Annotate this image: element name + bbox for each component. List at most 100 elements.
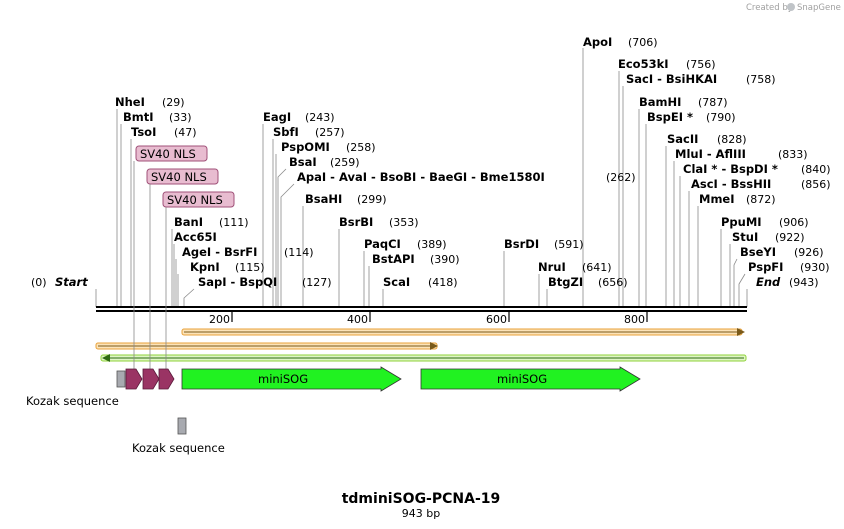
site-bmti[interactable]: BmtI (33) [123,110,192,124]
svg-text:(47): (47) [174,126,197,139]
site-bamhi[interactable]: BamHI (787) [639,95,728,109]
site-labels: NheI (29) BmtI (33) TsoI (47) BanI (111)… [31,35,831,289]
kozak-box-1[interactable] [116,370,126,388]
nls-arrow-1[interactable] [125,368,143,390]
nls-label-3[interactable]: SV40 NLS [162,191,235,208]
svg-text:PaqCI: PaqCI [364,237,401,251]
svg-text:(259): (259) [330,156,360,169]
svg-text:(258): (258) [346,141,376,154]
svg-text:BsaHI: BsaHI [305,192,342,206]
svg-text:SacI - BsiHKAI: SacI - BsiHKAI [626,72,717,86]
site-bsai[interactable]: BsaI (259) [289,155,360,169]
site-bani[interactable]: BanI (111) [174,215,249,229]
dna-backbone [96,306,747,312]
site-apoi[interactable]: ApoI (706) [583,35,658,49]
svg-text:ApaI - AvaI - BsoBI - BaeGI -: ApaI - AvaI - BsoBI - BaeGI - Bme1580I [297,170,545,184]
svg-text:PpuMI: PpuMI [721,215,762,229]
site-nrui[interactable]: NruI (641) [538,260,612,274]
nls-arrow-3[interactable] [158,368,175,390]
svg-text:End: End [756,275,781,289]
site-asci-bsshii[interactable]: AscI - BssHII (856) [691,177,831,191]
site-btgzi[interactable]: BtgZI (656) [548,275,628,289]
site-saci-bsihkai[interactable]: SacI - BsiHKAI (758) [626,72,776,86]
svg-text:SacII: SacII [667,132,698,146]
svg-text:(114): (114) [284,246,314,259]
svg-text:(390): (390) [430,253,460,266]
orf-green-reverse[interactable] [100,354,747,362]
nls-label-1[interactable]: SV40 NLS [135,145,208,162]
site-bsahi[interactable]: BsaHI (299) [305,192,387,206]
svg-text:(828): (828) [717,133,747,146]
svg-text:(833): (833) [778,148,808,161]
orf-orange-bottom[interactable] [95,342,438,350]
svg-text:(641): (641) [582,261,612,274]
svg-text:miniSOG: miniSOG [497,372,547,386]
svg-text:BanI: BanI [174,215,203,229]
site-mmei[interactable]: MmeI (872) [699,192,776,206]
site-bsrbi[interactable]: BsrBI (353) [339,215,419,229]
svg-text:ClaI * - BspDI *: ClaI * - BspDI * [683,162,778,176]
minisog-1[interactable]: miniSOG [181,366,402,392]
site-acc65i[interactable]: Acc65I [174,230,217,244]
site-agei-bsrfi[interactable]: AgeI - BsrFI (114) [182,245,314,259]
svg-text:(656): (656) [598,276,628,289]
connector-apai [280,183,295,307]
site-apai-group[interactable]: ApaI - AvaI - BsoBI - BaeGI - Bme1580I (… [297,170,636,184]
site-connectors [95,48,748,307]
site-scai[interactable]: ScaI (418) [383,275,458,289]
svg-text:BspEI *: BspEI * [647,110,693,124]
site-nhei[interactable]: NheI (29) [115,95,185,109]
site-sbfi[interactable]: SbfI (257) [273,125,345,139]
site-tsoi[interactable]: TsoI (47) [131,125,197,139]
svg-text:(29): (29) [162,96,185,109]
site-stui[interactable]: StuI (922) [732,230,805,244]
svg-text:(922): (922) [775,231,805,244]
credit-app: SnapGene [797,3,841,13]
svg-text:BsrDI: BsrDI [504,237,539,251]
svg-text:(591): (591) [554,238,584,251]
site-mlui-afliii[interactable]: MluI - AflIII (833) [675,147,808,161]
site-eco53ki[interactable]: Eco53kI (756) [618,57,716,71]
site-bseyi[interactable]: BseYI (926) [740,245,824,259]
svg-text:(790): (790) [706,111,736,124]
site-pspomi[interactable]: PspOMI (258) [281,140,376,154]
orf-tracks [95,328,747,362]
svg-text:KpnI: KpnI [190,260,220,274]
site-bspei[interactable]: BspEI * (790) [647,110,736,124]
kozak-box-2[interactable] [177,417,187,435]
map-title: tdminiSOG-PCNA-19 [342,491,501,507]
site-bsrdi[interactable]: BsrDI (591) [504,237,584,251]
site-ppumi[interactable]: PpuMI (906) [721,215,809,229]
site-clai-bspdi[interactable]: ClaI * - BspDI * (840) [683,162,831,176]
svg-text:(872): (872) [746,193,776,206]
svg-text:(299): (299) [357,193,387,206]
site-sacii[interactable]: SacII (828) [667,132,747,146]
site-paqci[interactable]: PaqCI (389) [364,237,447,251]
orf-orange-top[interactable] [181,328,745,336]
snapgene-logo-icon [787,3,795,11]
credit-text: Created by [746,3,793,13]
ruler: 200 400 600 800 [209,312,648,326]
svg-text:(33): (33) [169,111,192,124]
svg-text:(756): (756) [686,58,716,71]
site-eagi[interactable]: EagI (243) [263,110,335,124]
svg-text:BsaI: BsaI [289,155,317,169]
svg-text:SbfI: SbfI [273,125,299,139]
tick-200: 200 [209,313,230,326]
svg-text:(353): (353) [389,216,419,229]
site-pspfi[interactable]: PspFI (930) [748,260,830,274]
svg-text:miniSOG: miniSOG [258,372,308,386]
svg-text:(115): (115) [235,261,265,274]
nls-label-2[interactable]: SV40 NLS [146,168,219,185]
minisog-2[interactable]: miniSOG [420,366,641,392]
nls-arrow-2[interactable] [142,368,160,390]
svg-text:(787): (787) [698,96,728,109]
svg-text:BstAPI: BstAPI [372,252,415,266]
svg-text:(418): (418) [428,276,458,289]
svg-text:TsoI: TsoI [131,125,156,139]
site-bstapi[interactable]: BstAPI (390) [372,252,460,266]
site-kpni[interactable]: KpnI (115) [190,260,265,274]
site-sapi-bspqi[interactable]: SapI - BspQI (127) [198,275,332,289]
kozak-label-1: Kozak sequence [26,394,119,408]
